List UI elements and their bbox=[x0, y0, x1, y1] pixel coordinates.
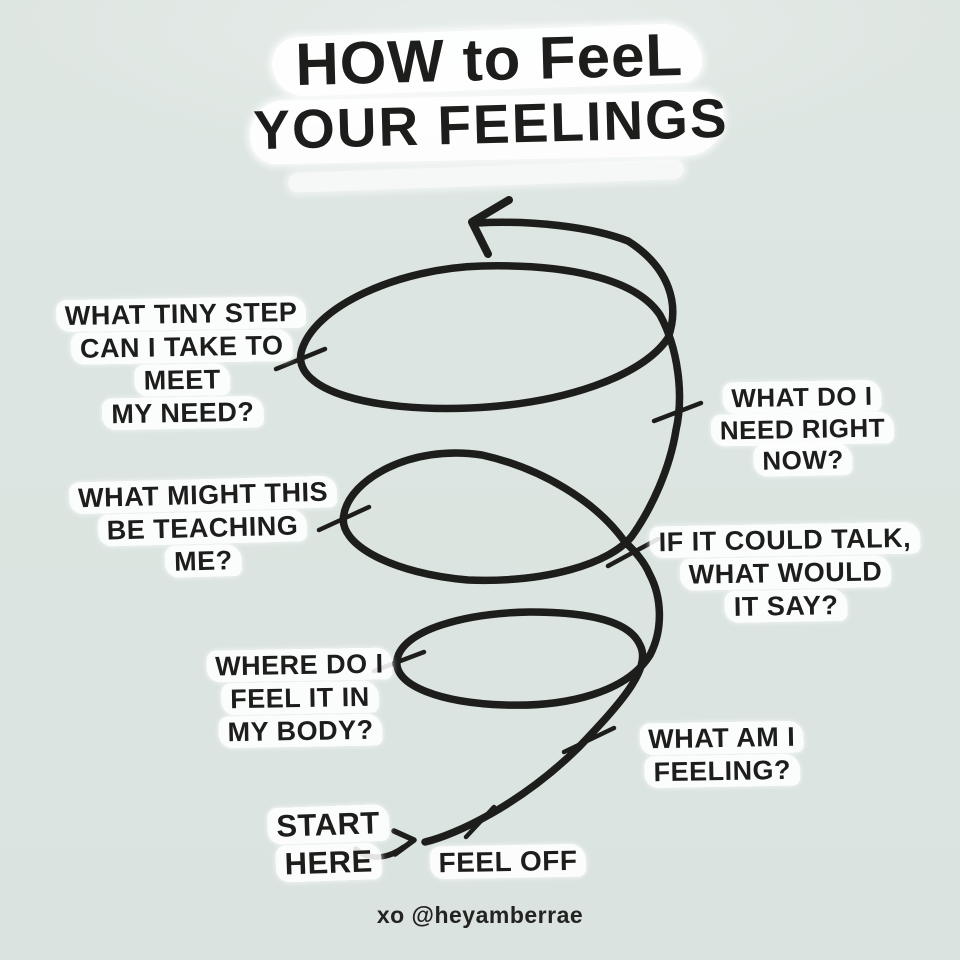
tick-mark-what-tiny-step bbox=[273, 346, 328, 372]
arrowhead-icon bbox=[468, 196, 513, 258]
credit-handle: xo @heyamberrae bbox=[376, 902, 584, 928]
tick-mark-feel-off bbox=[463, 804, 497, 840]
label-text: FEEL OFF bbox=[429, 843, 587, 880]
tick-mark-what-do-i-need bbox=[651, 400, 704, 424]
label-text: START HERE bbox=[266, 803, 390, 883]
label-text: WHAT AM I FEELING? bbox=[638, 720, 805, 789]
label-text: IF IT COULD TALK, WHAT WOULD IT SAY? bbox=[649, 521, 921, 623]
label-start-here: START HERE bbox=[266, 803, 390, 884]
label-where-do-i-feel: WHERE DO I FEEL IT IN MY BODY? bbox=[184, 647, 416, 750]
label-if-it-could-talk: IF IT COULD TALK, WHAT WOULD IT SAY? bbox=[647, 521, 924, 626]
tick-mark-what-am-i-feeling bbox=[561, 725, 617, 755]
label-what-tiny-step: WHAT TINY STEP CAN I TAKE TO MEET MY NEE… bbox=[41, 295, 323, 433]
label-feel-off: FEEL OFF bbox=[428, 843, 589, 881]
label-text: WHAT MIGHT THIS BE TEACHING ME? bbox=[68, 475, 338, 578]
spiral-path bbox=[296, 218, 684, 846]
label-what-am-i-feeling: WHAT AM I FEELING? bbox=[611, 720, 832, 790]
label-what-might-this: WHAT MIGHT THIS BE TEACHING ME? bbox=[68, 475, 338, 582]
label-what-do-i-need: WHAT DO I NEED RIGHT NOW? bbox=[684, 379, 921, 479]
label-text: WHAT DO I NEED RIGHT NOW? bbox=[710, 379, 895, 478]
label-text: WHAT TINY STEP CAN I TAKE TO MEET MY NEE… bbox=[55, 295, 307, 431]
label-text: WHERE DO I FEEL IT IN MY BODY? bbox=[205, 647, 393, 749]
tick-mark-what-might-this bbox=[316, 504, 372, 533]
